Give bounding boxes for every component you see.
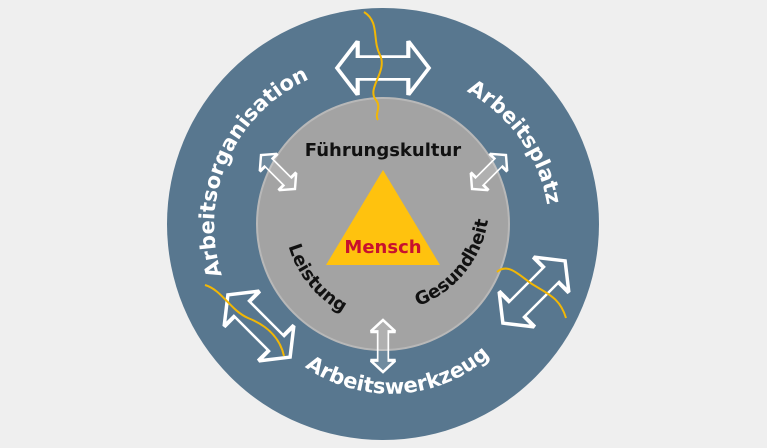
arrow-left-icon bbox=[222, 289, 296, 363]
inner-label-top: Führungskultur bbox=[305, 140, 462, 161]
center-label: Mensch bbox=[344, 237, 421, 258]
center-triangle bbox=[326, 170, 440, 265]
wave-top bbox=[363, 11, 383, 121]
wave-left bbox=[204, 284, 285, 357]
small-arrow-bottom-icon bbox=[370, 318, 396, 374]
arrow-top-icon bbox=[334, 40, 432, 96]
wave-right bbox=[496, 267, 567, 319]
small-arrow-upper-right-icon bbox=[469, 152, 509, 192]
arrow-right-icon bbox=[497, 255, 571, 329]
small-arrow-upper-left-icon bbox=[258, 152, 298, 192]
